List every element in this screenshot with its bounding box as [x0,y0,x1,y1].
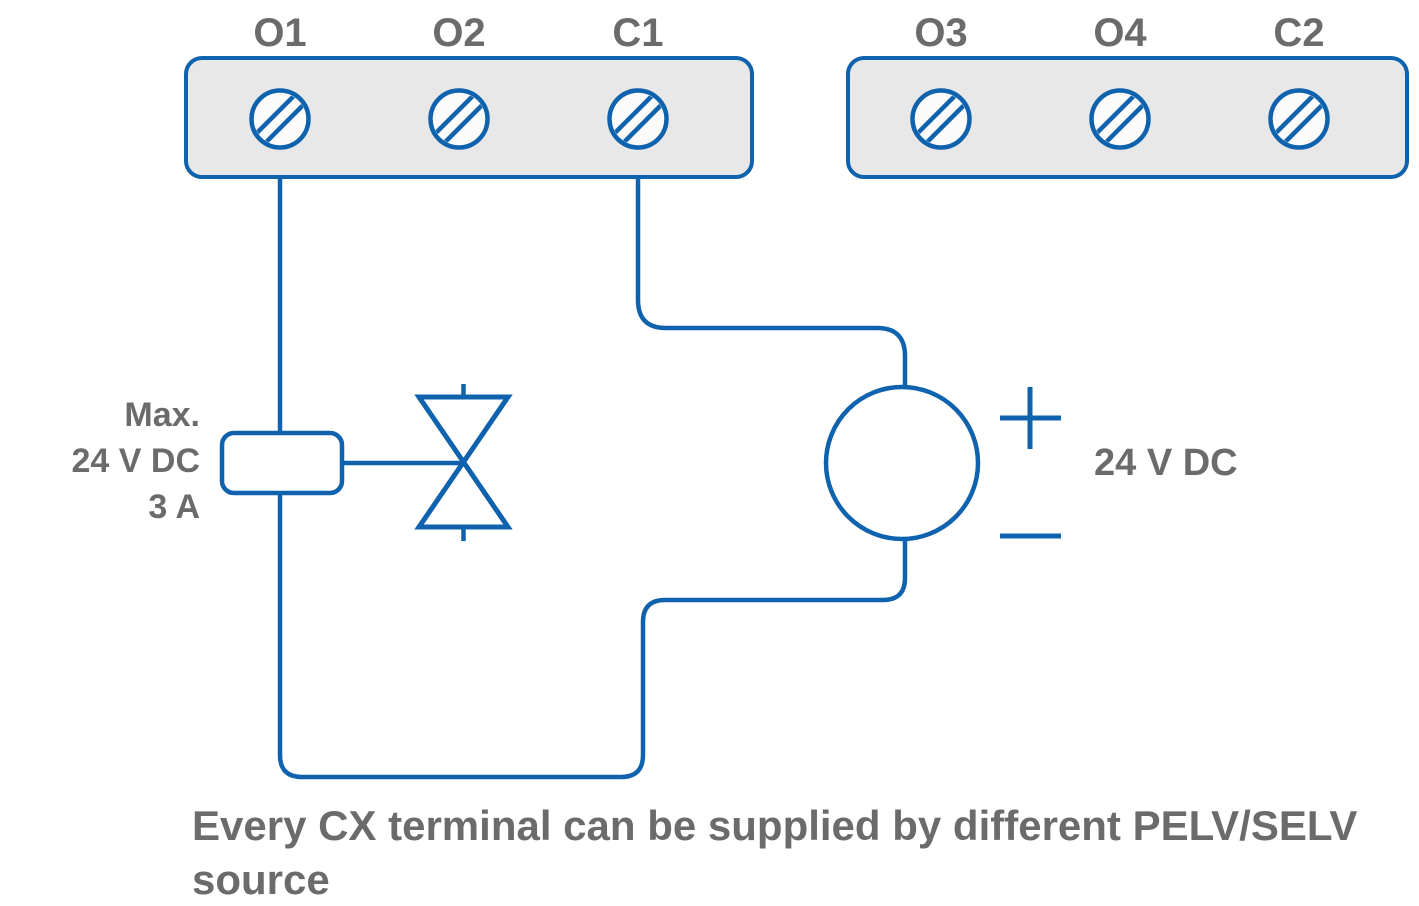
load-rating-line-1: Max. [124,396,200,434]
terminal-label-c2: C2 [1273,11,1325,55]
dc-power-source-icon [823,384,981,542]
relay-coil-icon [219,430,345,496]
supply-voltage-label: 24 V DC [1094,442,1238,484]
load-rating-label: Max. 24 V DC 3 A [40,392,201,530]
terminal-label-o1: O1 [253,11,307,55]
diagram-caption: Every CX terminal can be supplied by dif… [192,799,1357,906]
caption-line-1: Every CX terminal can be supplied by dif… [192,802,1358,849]
caption-line-2: source [192,856,330,903]
screw-terminal-o3-icon [910,88,972,150]
load-rating-line-2: 24 V DC [71,442,201,480]
terminal-label-o4: O4 [1093,11,1147,55]
screw-terminal-o1-icon [249,88,311,150]
terminal-label-c1: C1 [612,11,664,55]
screw-terminal-o4-icon [1089,88,1151,150]
wire-c1-to-supply-plus [635,177,908,388]
wire-o1-to-supply-minus [277,177,908,780]
terminal-label-o3: O3 [914,11,968,55]
terminal-label-o2: O2 [432,11,486,55]
solenoid-valve-icon [414,384,513,541]
screw-terminal-c1-icon [607,88,669,150]
load-rating-line-3: 3 A [148,488,200,526]
screw-terminal-o2-icon [428,88,490,150]
plus-icon [1000,387,1061,449]
screw-terminal-c2-icon [1268,88,1330,150]
